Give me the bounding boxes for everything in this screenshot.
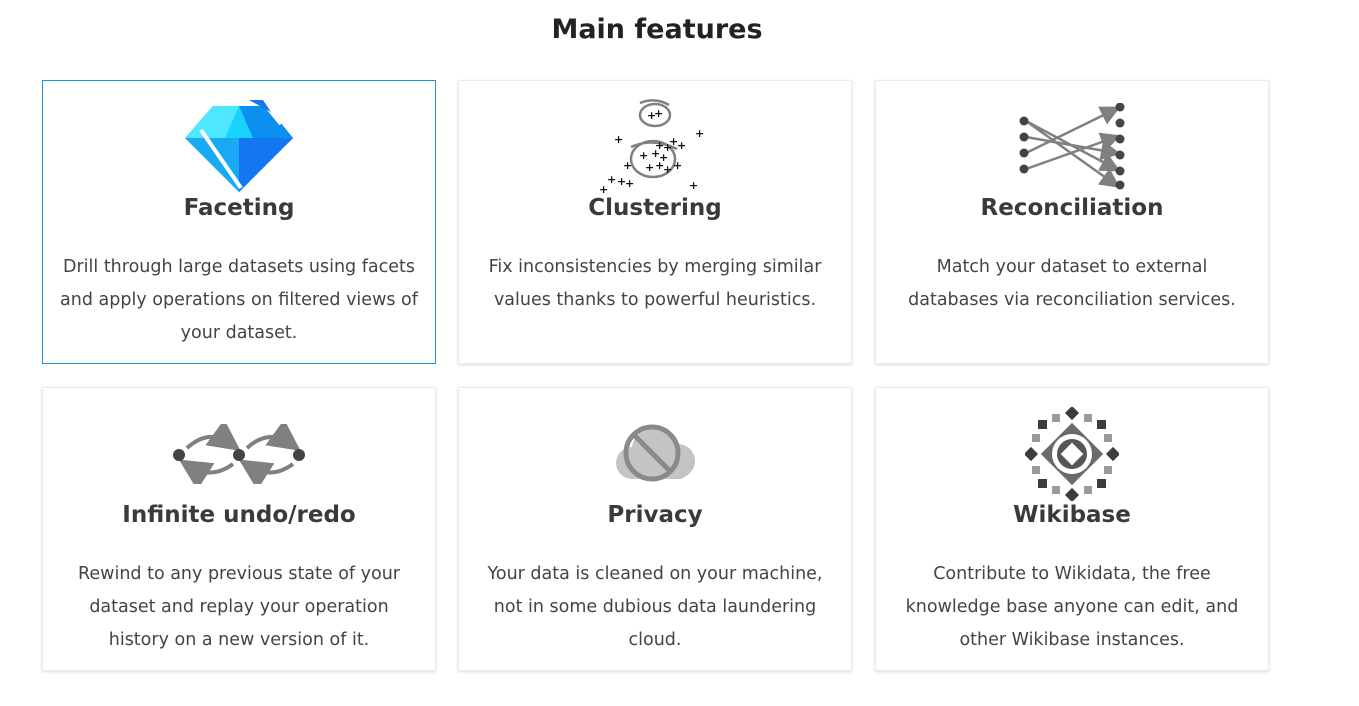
cluster-icon: ++ ++ ++ ++ ++ ++ ++ ++ ++ ++ +: [459, 97, 851, 197]
feature-title: Wikibase: [1013, 502, 1131, 528]
feature-description: Fix inconsistencies by merging similar v…: [488, 257, 822, 310]
svg-text:+: +: [654, 107, 663, 120]
svg-text:+: +: [599, 183, 608, 195]
svg-text:+: +: [614, 133, 623, 146]
feature-description: Drill through large datasets using facet…: [60, 257, 418, 343]
reconciliation-icon: [876, 97, 1268, 197]
svg-text:+: +: [695, 127, 704, 140]
svg-text:+: +: [663, 163, 672, 176]
feature-title: Reconciliation: [980, 195, 1164, 221]
svg-text:+: +: [659, 151, 668, 164]
svg-text:+: +: [655, 159, 664, 172]
feature-title: Privacy: [607, 502, 703, 528]
feature-card-wikibase[interactable]: Wikibase Contribute to Wikidata, the fre…: [875, 387, 1269, 671]
svg-text:+: +: [607, 173, 616, 186]
feature-description: Rewind to any previous state of your dat…: [78, 564, 400, 650]
svg-text:+: +: [663, 141, 672, 154]
feature-card-privacy[interactable]: Privacy Your data is cleaned on your mac…: [458, 387, 852, 671]
diamond-icon: [43, 97, 435, 197]
feature-card-clustering[interactable]: ++ ++ ++ ++ ++ ++ ++ ++ ++ ++ + Clusteri…: [458, 80, 852, 364]
svg-text:+: +: [655, 139, 664, 152]
svg-text:+: +: [647, 109, 656, 122]
feature-title: Faceting: [183, 195, 295, 221]
feature-description: Contribute to Wikidata, the free knowled…: [905, 564, 1239, 650]
svg-text:+: +: [689, 179, 698, 192]
section-title: Main features: [551, 14, 763, 45]
undo-redo-icon: [43, 404, 435, 504]
svg-text:+: +: [645, 161, 654, 174]
svg-text:+: +: [625, 177, 634, 190]
feature-card-faceting[interactable]: Faceting Drill through large datasets us…: [42, 80, 436, 364]
no-cloud-icon: [459, 404, 851, 504]
feature-title: Infinite undo/redo: [122, 502, 356, 528]
svg-text:+: +: [639, 149, 648, 162]
feature-title: Clustering: [588, 195, 722, 221]
svg-text:+: +: [617, 175, 626, 188]
svg-text:+: +: [669, 135, 678, 148]
svg-text:+: +: [623, 159, 632, 172]
feature-description: Match your dataset to external databases…: [908, 257, 1236, 310]
svg-text:+: +: [677, 139, 686, 152]
feature-card-reconciliation[interactable]: Reconciliation Match your dataset to ext…: [875, 80, 1269, 364]
wikibase-icon: [876, 404, 1268, 504]
feature-card-undo-redo[interactable]: Infinite undo/redo Rewind to any previou…: [42, 387, 436, 671]
svg-text:+: +: [651, 147, 660, 160]
svg-text:+: +: [673, 159, 682, 172]
feature-description: Your data is cleaned on your machine, no…: [487, 564, 823, 650]
